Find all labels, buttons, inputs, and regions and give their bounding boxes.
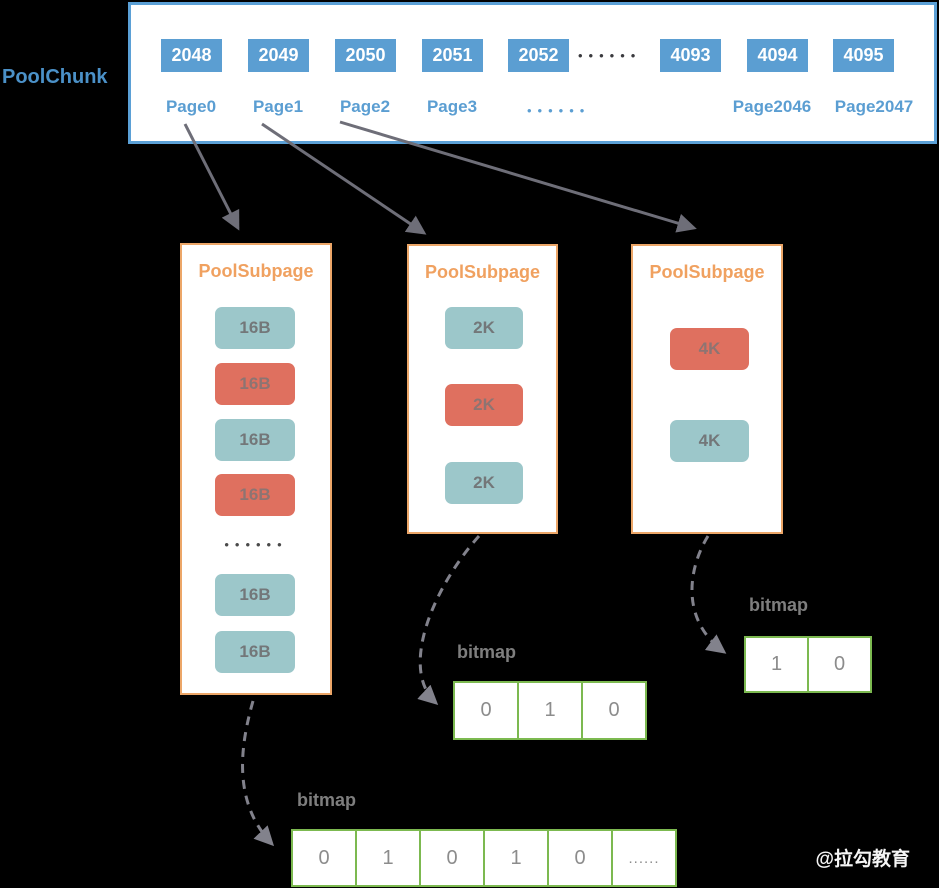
mem-block-2k-free: 2K [445,307,523,349]
poolsubpage-box-4k: PoolSubpage 4K 4K [631,244,783,534]
chunk-node-cell: 4094 [747,39,808,72]
mem-block-4k-free: 4K [670,420,749,462]
bitmap-ellipsis: ...... [628,849,660,867]
chunk-cells-ellipsis: •••••• [578,48,642,63]
mem-block-16b-free: 16B [215,307,295,349]
bitmap-bit: 0 [833,653,846,675]
bitmap-bit: 1 [746,638,809,691]
mem-block-16b-allocated: 16B [215,474,295,516]
dashed-arrow-subpage2k-to-bitmap [417,534,481,705]
poolchunk-label: PoolChunk [2,66,108,88]
poolsubpage-title: PoolSubpage [649,262,765,282]
mem-block-16b-free: 16B [215,631,295,673]
chunk-node-cell: 2050 [335,39,396,72]
chunk-node-cell: 2049 [248,39,309,72]
dashed-arrow-subpage4k-to-bitmap [690,535,727,654]
bitmap-bit: 0 [549,831,613,885]
watermark: @拉勾教育 [815,849,910,870]
page-label: Page2 [339,97,391,116]
page-label: Page1 [252,97,304,116]
page-labels-ellipsis: •••••• [527,103,591,118]
subpage-ellipsis: •••••• [224,537,288,552]
chunk-node-cell: 4095 [833,39,894,72]
bitmap-label: bitmap [749,595,809,615]
bitmap-bit: 1 [485,831,549,885]
bitmap-table-16b: 0 1 0 1 0 ...... [291,829,677,887]
bitmap-bit: 0 [293,831,357,885]
chunk-node-cell: 2048 [161,39,222,72]
bitmap-bit: 0 [608,699,620,721]
page-label: Page0 [165,97,217,116]
dashed-arrow-subpage16b-to-bitmap [241,700,275,847]
bitmap-label: bitmap [297,790,357,810]
page-label: Page2046 [732,97,812,116]
page-label: Page3 [426,97,478,116]
chunk-node-cell: 2051 [422,39,483,72]
mem-block-16b-allocated: 16B [215,363,295,405]
mem-block-2k-free: 2K [445,462,523,504]
mem-block-2k-allocated: 2K [445,384,523,426]
poolsubpage-box-16b: PoolSubpage 16B 16B 16B 16B •••••• 16B 1… [180,243,332,695]
bitmap-bit: 1 [519,683,583,738]
poolchunk-box: 2048 2049 2050 2051 2052 •••••• 4093 409… [128,2,937,144]
mem-block-16b-free: 16B [215,574,295,616]
mem-block-16b-free: 16B [215,419,295,461]
mem-block-4k-allocated: 4K [670,328,749,370]
bitmap-bit: 0 [455,683,519,738]
bitmap-label: bitmap [457,642,517,662]
poolsubpage-box-2k: PoolSubpage 2K 2K 2K [407,244,558,534]
chunk-node-cell: 4093 [660,39,721,72]
bitmap-bit: 1 [357,831,421,885]
page-label: Page2047 [834,97,914,116]
bitmap-bit: 0 [421,831,485,885]
poolsubpage-title: PoolSubpage [198,261,314,281]
chunk-node-cell: 2052 [508,39,569,72]
bitmap-table-4k: 1 0 [744,636,872,693]
bitmap-table-2k: 0 1 0 [453,681,647,740]
poolsubpage-title: PoolSubpage [424,262,540,282]
